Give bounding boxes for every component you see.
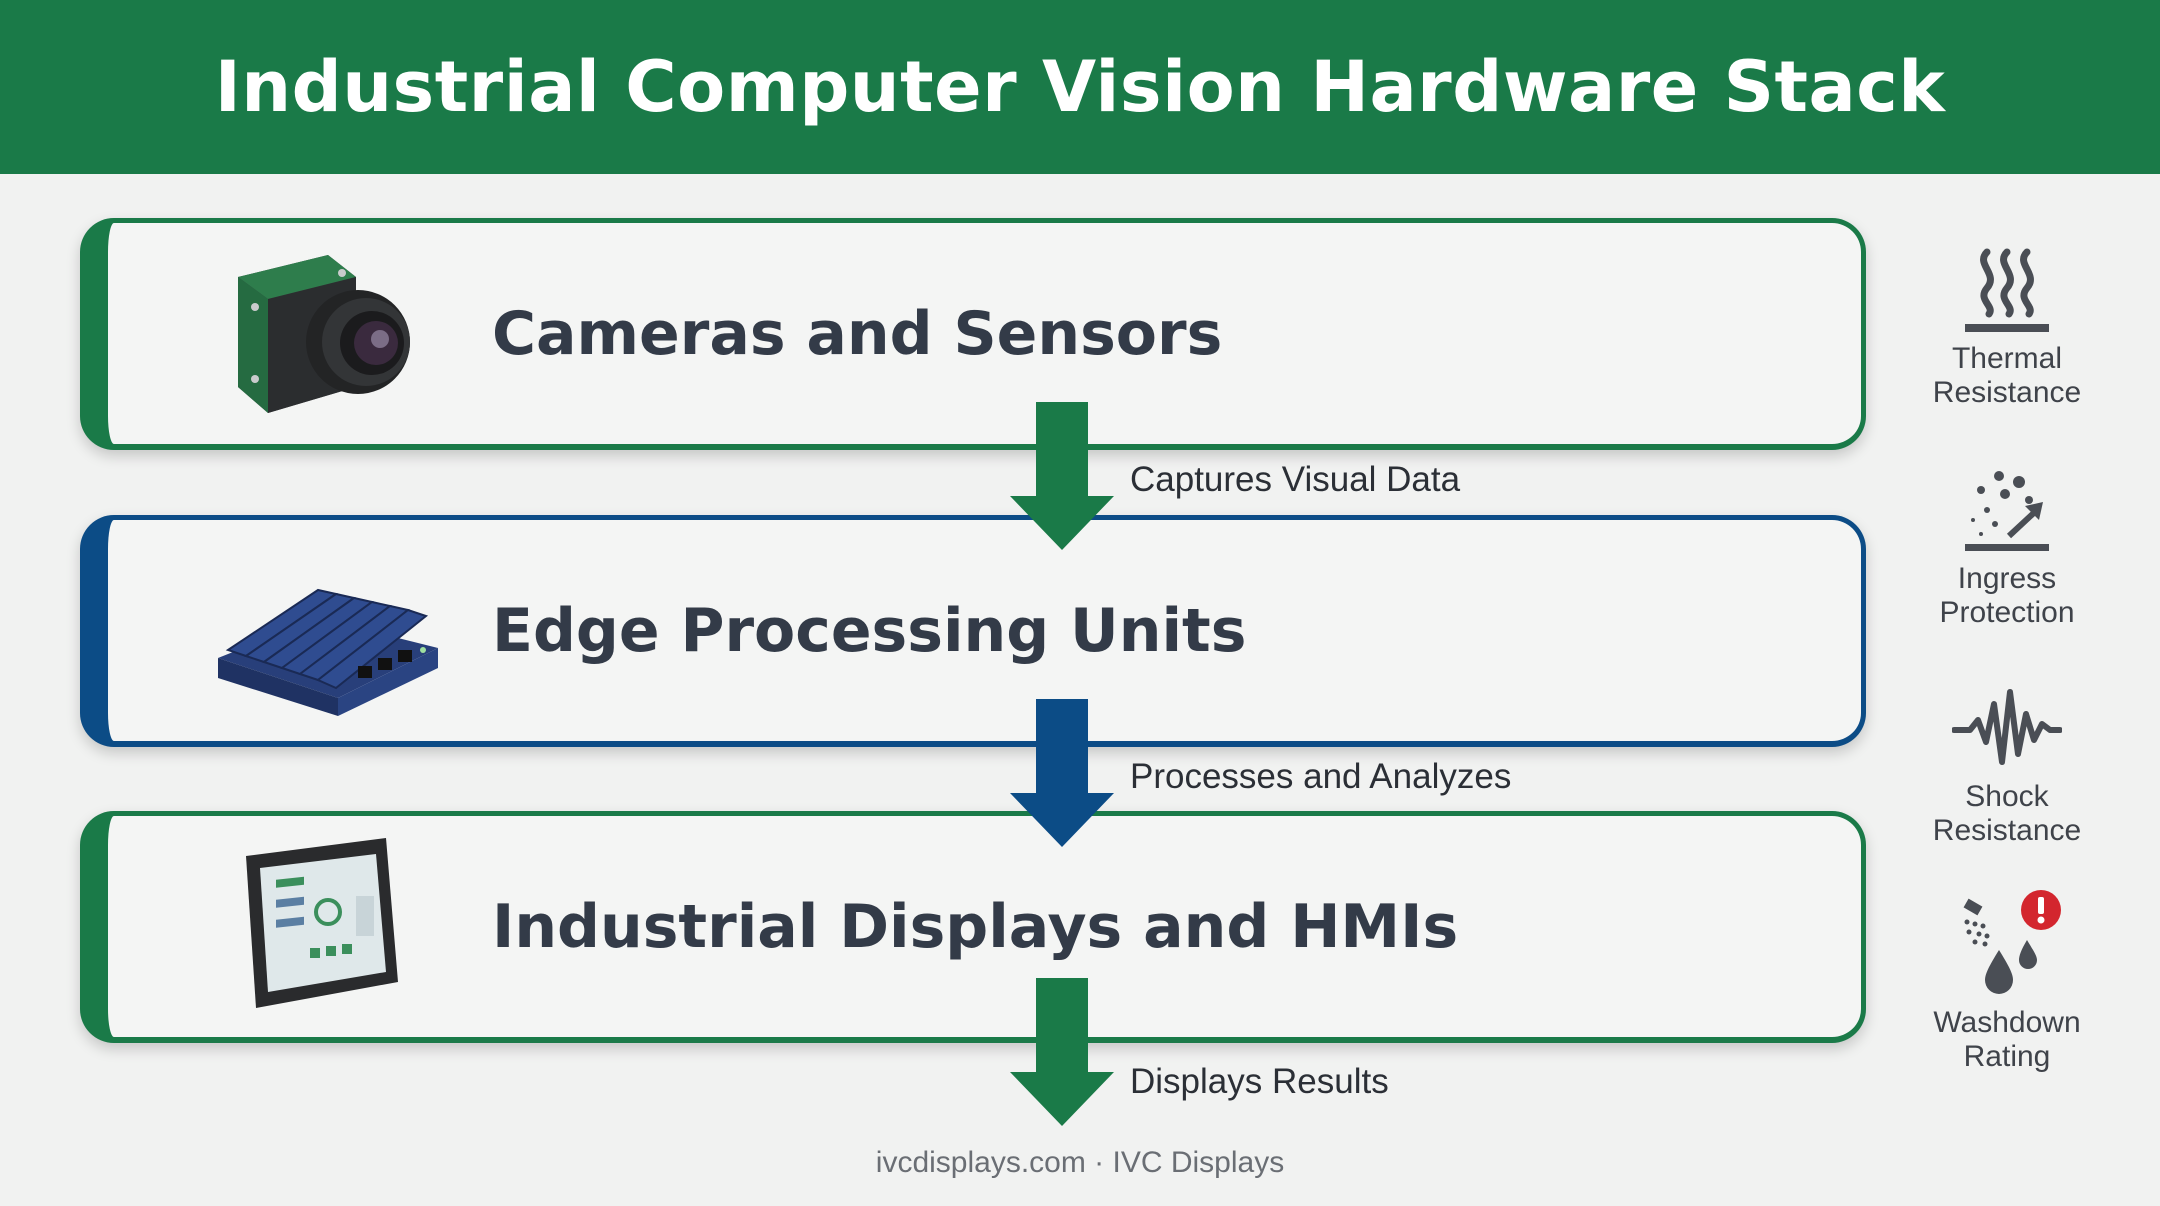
feature-washdown: Washdown Rating <box>1912 888 2102 1074</box>
feature-label: Resistance <box>1932 814 2082 847</box>
edge-computer-image <box>218 588 438 716</box>
layer-displays: Industrial Displays and HMIs <box>80 811 1866 1043</box>
footer-credit: ivcdisplays.com · IVC Displays <box>875 1146 1285 1179</box>
layer-edge-processing: Edge Processing Units <box>80 515 1866 747</box>
feature-label: Protection <box>1939 596 2075 629</box>
feature-label: Thermal <box>1951 342 2063 375</box>
rugged-tablet-image <box>246 838 398 1008</box>
flow-label: Captures Visual Data <box>1130 460 1461 499</box>
flow-arrow-1 <box>1010 402 1114 550</box>
heat-waves-icon <box>1965 248 2049 332</box>
layer-label: Cameras and Sensors <box>492 298 1223 369</box>
layer-label: Industrial Displays and HMIs <box>492 891 1459 962</box>
feature-label: Rating <box>1963 1040 2051 1073</box>
feature-label: Washdown <box>1933 1006 2081 1039</box>
layer-cameras: Cameras and Sensors <box>80 218 1866 450</box>
dust-particles-icon <box>1965 471 2049 551</box>
camera-image <box>238 255 410 413</box>
vibration-wave-icon <box>1952 689 2062 765</box>
feature-label: Resistance <box>1932 376 2082 409</box>
flow-label: Processes and Analyzes <box>1130 757 1512 796</box>
flow-label: Displays Results <box>1130 1062 1389 1101</box>
header-banner: Industrial Computer Vision Hardware Stac… <box>0 0 2160 174</box>
feature-label: Ingress <box>1957 562 2057 595</box>
flow-arrow-2 <box>1010 699 1114 847</box>
feature-thermal: Thermal Resistance <box>1912 244 2102 410</box>
water-spray-icon <box>1963 890 2061 994</box>
page-title: Industrial Computer Vision Hardware Stac… <box>214 46 1946 128</box>
layer-label: Edge Processing Units <box>492 595 1247 666</box>
feature-shock: Shock Resistance <box>1912 684 2102 848</box>
feature-label: Shock <box>1965 780 2049 813</box>
flow-arrow-3 <box>1010 978 1114 1126</box>
feature-ingress: Ingress Protection <box>1912 466 2102 630</box>
